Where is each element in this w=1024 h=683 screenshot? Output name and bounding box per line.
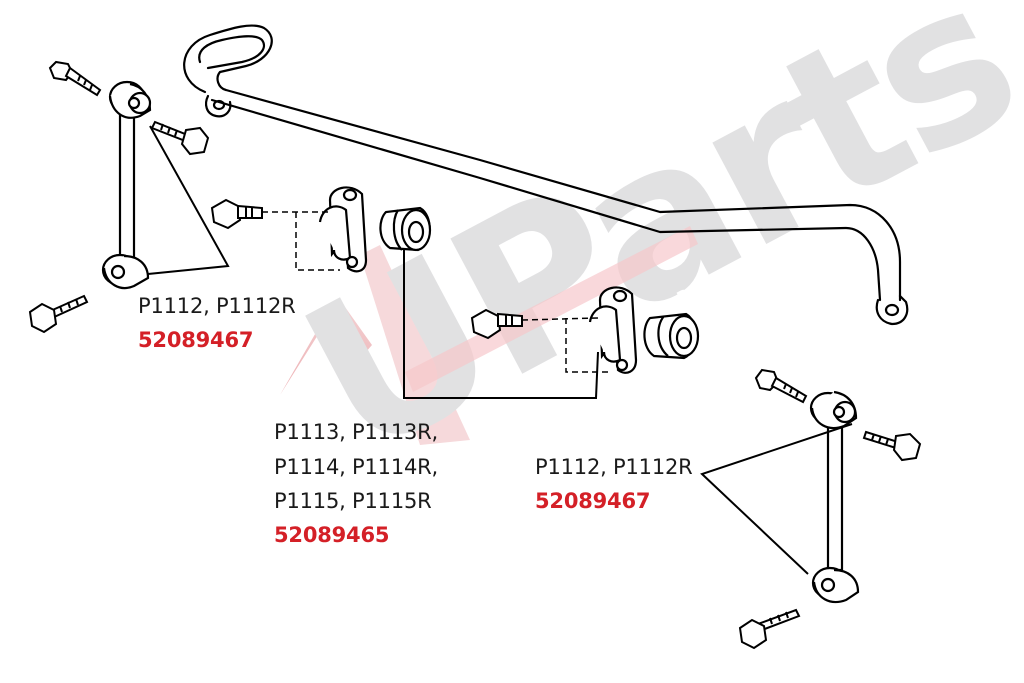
left-bracket-bolt-icon xyxy=(210,198,263,230)
bushing-leader-line xyxy=(403,250,599,399)
bushing-part-number: 52089465 xyxy=(274,523,390,547)
right-bushing xyxy=(643,312,700,360)
right-stabilizer-link xyxy=(809,390,860,604)
left-stabilizer-link xyxy=(101,80,152,290)
bushing-part-codes-line-2: P1114, P1114R, xyxy=(274,455,439,479)
bushing-part-codes-line-1: P1113, P1113R, xyxy=(274,420,439,444)
right-link-leader-line xyxy=(700,423,853,575)
left-lower-bolt-icon xyxy=(28,294,89,334)
left-link-leader-line xyxy=(147,125,230,275)
bushing-part-codes-line-3: P1115, P1115R xyxy=(274,489,432,513)
left-assembly-guide-line xyxy=(262,211,340,271)
right-mounting-bracket xyxy=(588,286,638,374)
right-assembly-guide-line xyxy=(521,317,610,373)
right-link-part-number: 52089467 xyxy=(535,489,651,513)
left-link-part-codes: P1112, P1112R xyxy=(138,294,296,318)
left-middle-bolt-icon xyxy=(150,120,210,156)
left-mounting-bracket xyxy=(318,186,368,273)
right-bracket-bolt-icon xyxy=(470,308,523,340)
stabilizer-bar xyxy=(183,24,909,326)
right-link-part-codes: P1112, P1112R xyxy=(535,455,693,479)
right-middle-bolt-icon xyxy=(862,430,922,462)
right-lower-bolt-icon xyxy=(738,608,801,650)
left-upper-bolt-icon xyxy=(48,60,102,97)
right-upper-bolt-icon xyxy=(754,368,808,404)
left-bushing xyxy=(379,206,432,252)
left-link-part-number: 52089467 xyxy=(138,328,254,352)
leader-lines xyxy=(147,125,853,575)
